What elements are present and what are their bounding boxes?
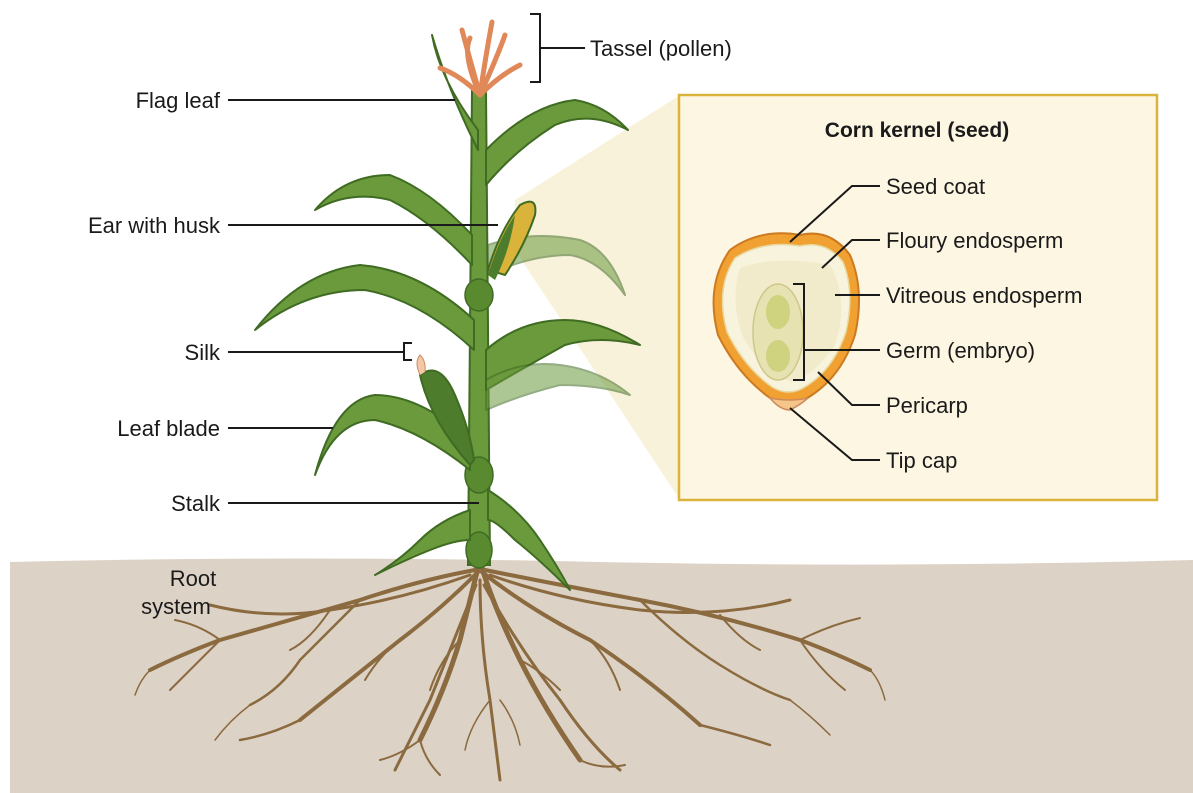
label-root-system-line2: system (141, 594, 211, 619)
tassel (440, 22, 520, 95)
kernel-panel-title: Corn kernel (seed) (825, 119, 1009, 142)
zoom-wedge (515, 95, 680, 500)
label-leaf-blade: Leaf blade (117, 416, 220, 441)
label-tassel: Tassel (pollen) (590, 36, 732, 61)
tassel-bracket (530, 14, 585, 82)
label-flag-leaf: Flag leaf (136, 88, 221, 113)
label-pericarp: Pericarp (886, 393, 968, 418)
label-ear-with-husk: Ear with husk (88, 213, 221, 238)
label-root-system-line1: Root (170, 566, 216, 591)
label-tip-cap: Tip cap (886, 448, 957, 473)
label-seed-coat: Seed coat (886, 174, 985, 199)
silk-bracket (404, 343, 412, 360)
label-vitreous-endosperm: Vitreous endosperm (886, 283, 1083, 308)
label-stalk: Stalk (171, 491, 221, 516)
label-floury-endosperm: Floury endosperm (886, 228, 1063, 253)
label-silk: Silk (185, 340, 221, 365)
label-germ: Germ (embryo) (886, 338, 1035, 363)
